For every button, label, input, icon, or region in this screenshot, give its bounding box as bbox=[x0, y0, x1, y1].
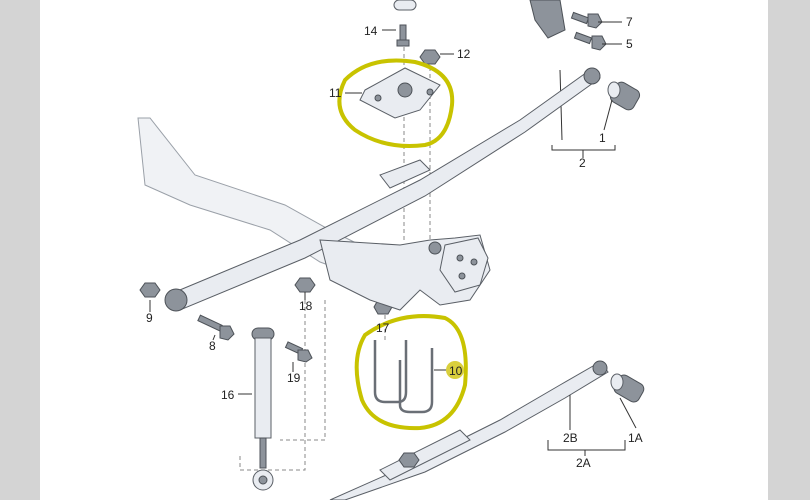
callout-2a: 2A bbox=[576, 456, 591, 470]
clamp-plate bbox=[359, 67, 441, 119]
callout-16: 16 bbox=[221, 388, 235, 402]
spring-eye-front bbox=[583, 67, 601, 85]
axle-bracket bbox=[319, 234, 491, 311]
bolt-5 bbox=[573, 31, 607, 51]
callout-7: 7 bbox=[626, 15, 633, 29]
callout-17: 17 bbox=[376, 321, 390, 335]
callout-12: 12 bbox=[457, 47, 471, 61]
leader-lines bbox=[149, 21, 637, 456]
bolt-8 bbox=[197, 314, 235, 341]
callout-19: 19 bbox=[287, 371, 301, 385]
bushing-1 bbox=[607, 81, 641, 111]
nut-12 bbox=[419, 49, 441, 65]
highlight-marks bbox=[337, 58, 468, 431]
bolt-19 bbox=[284, 341, 313, 363]
callout-2: 2 bbox=[579, 156, 586, 170]
callout-1: 1 bbox=[599, 131, 606, 145]
callout-1a: 1A bbox=[628, 431, 643, 445]
bolt-14 bbox=[396, 24, 410, 47]
nut-18 bbox=[294, 277, 316, 293]
lower-leaf-spring bbox=[329, 361, 609, 500]
callout-5: 5 bbox=[626, 37, 633, 51]
callout-10: 10 bbox=[449, 364, 463, 378]
callout-14: 14 bbox=[364, 24, 378, 38]
nut-9 bbox=[139, 282, 161, 298]
lower-spring-eye bbox=[592, 360, 608, 376]
bolt-7 bbox=[570, 11, 603, 29]
top-mount bbox=[393, 0, 417, 11]
callout-2b: 2B bbox=[563, 431, 578, 445]
u-bolts bbox=[373, 340, 434, 414]
shock-absorber bbox=[251, 327, 275, 491]
upper-bracket bbox=[529, 0, 566, 39]
callout-18: 18 bbox=[299, 299, 313, 313]
callout-11: 11 bbox=[329, 86, 342, 100]
callout-labels: 14 12 11 7 5 1 2 9 8 18 17 19 10 16 2B 1… bbox=[146, 15, 643, 470]
callout-8: 8 bbox=[209, 339, 216, 353]
spring-eye-rear bbox=[164, 288, 188, 312]
highlight-circle-clamp-plate bbox=[337, 58, 455, 148]
bushing-1a bbox=[610, 373, 645, 403]
callout-9: 9 bbox=[146, 311, 153, 325]
lower-nut bbox=[398, 452, 420, 468]
highlight-circle-u-bolts bbox=[354, 314, 468, 431]
highlight-dot-10 bbox=[446, 361, 464, 379]
